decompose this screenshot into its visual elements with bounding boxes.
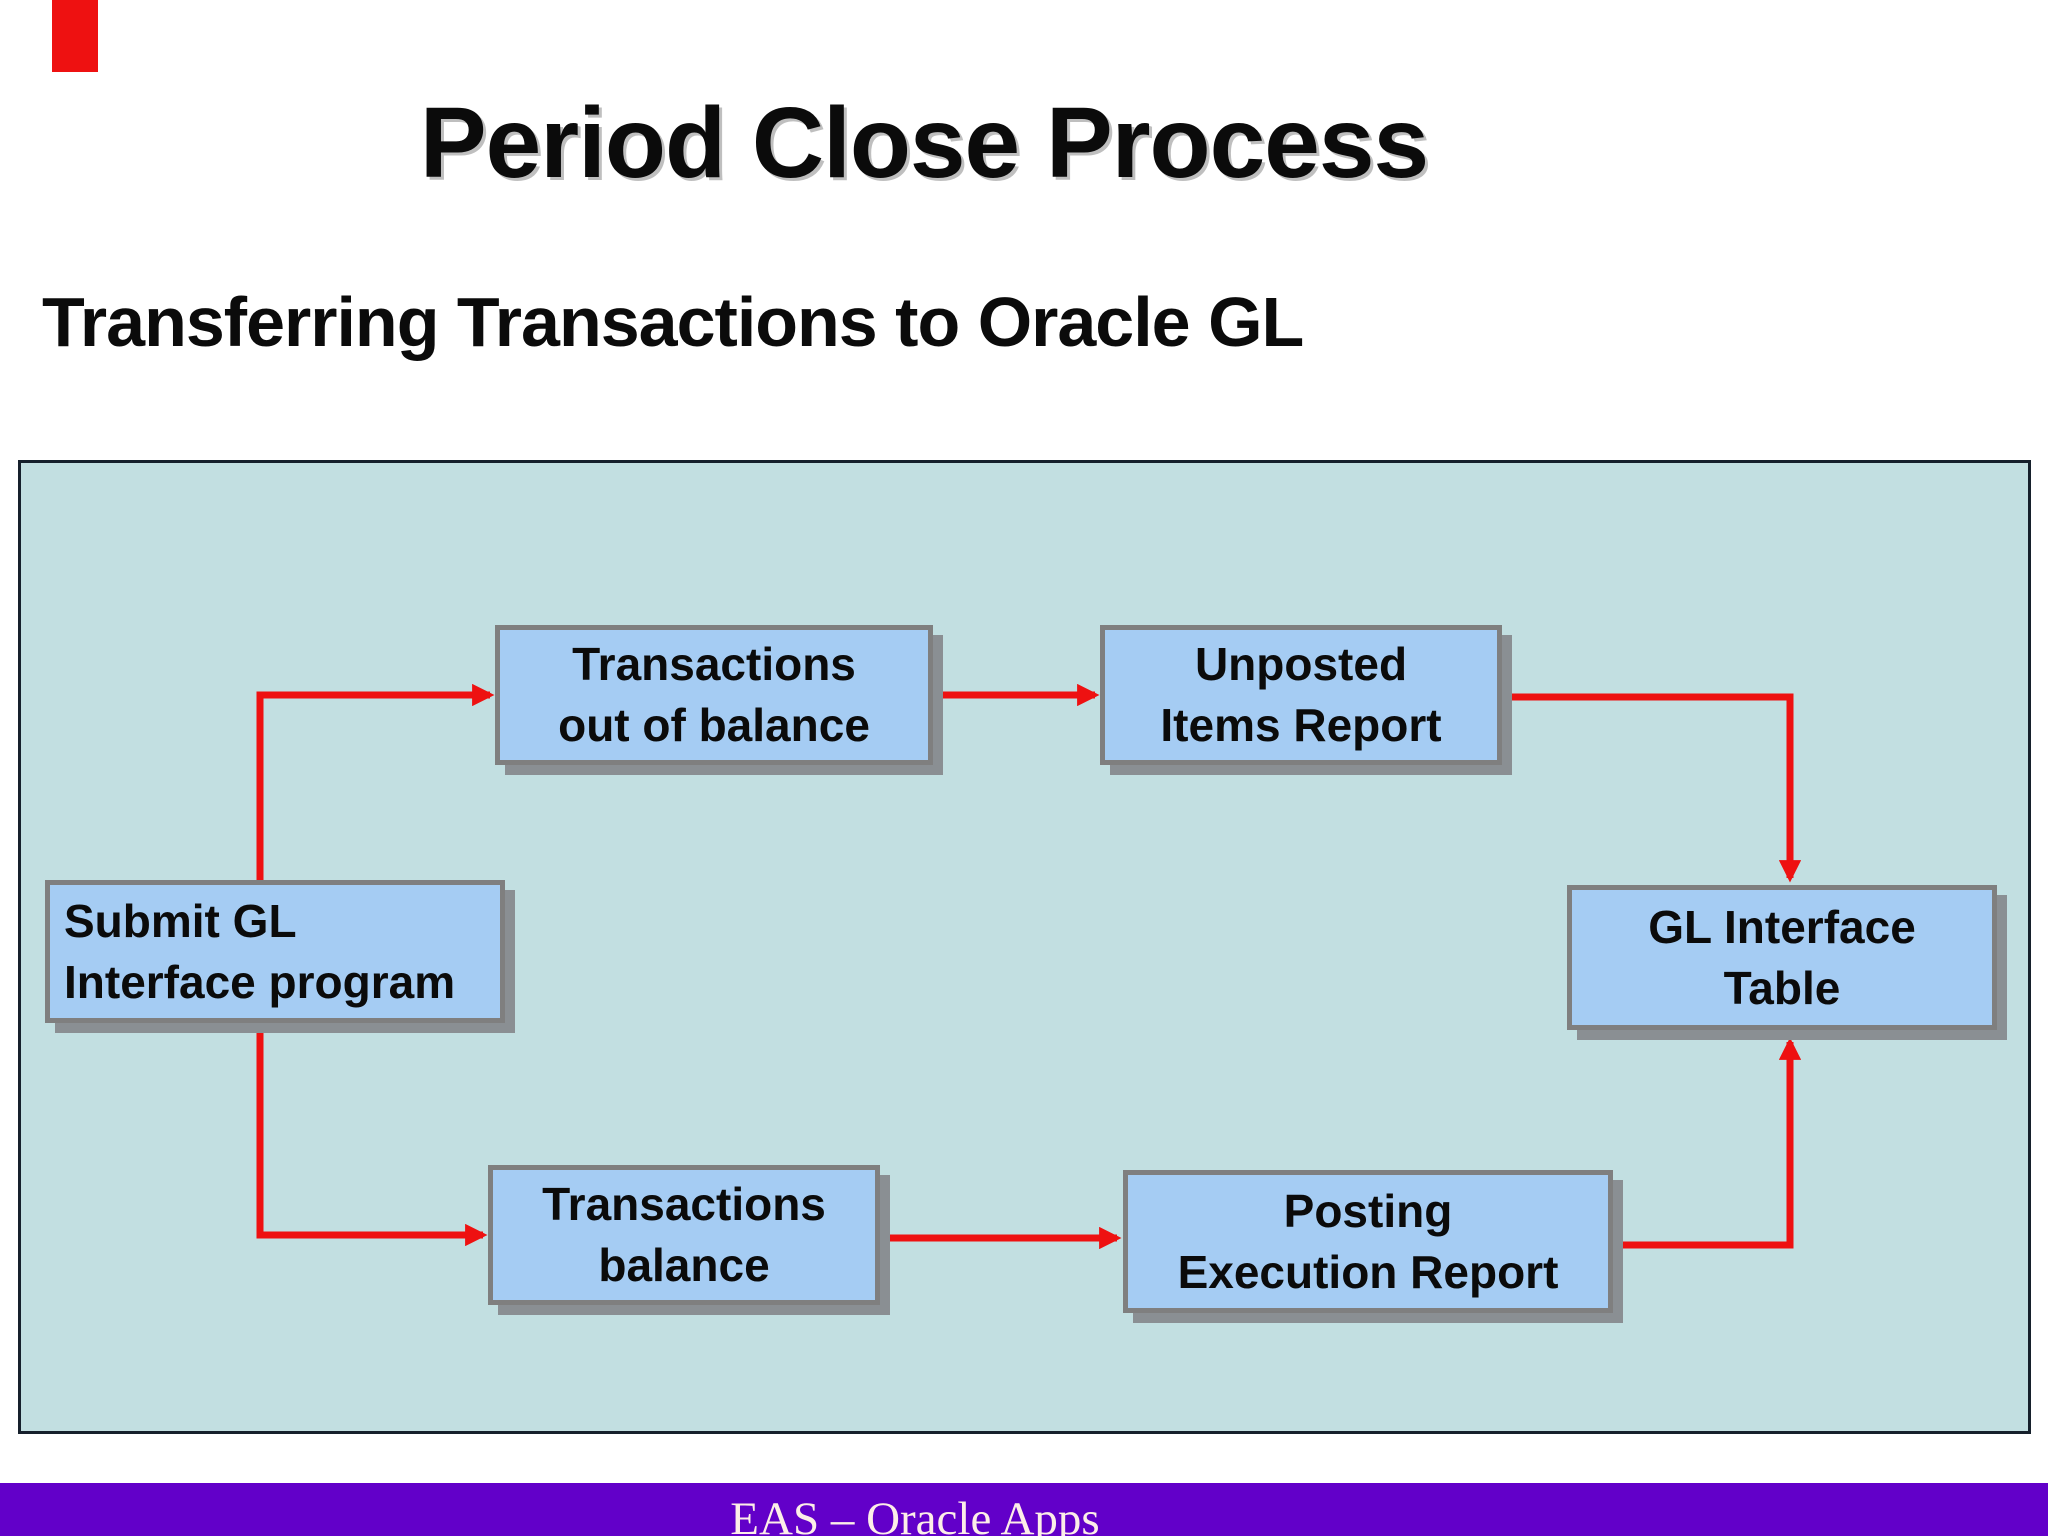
node-label-line: Interface program xyxy=(64,955,456,1008)
footer-text: EAS – Oracle Apps xyxy=(730,1493,1100,1536)
node-label-line: Items Report xyxy=(1160,699,1442,751)
node-submit-gl-interface-program: Submit GL Interface program xyxy=(45,880,505,1023)
node-label-line: Table xyxy=(1723,961,1841,1014)
node-label-line: Submit GL xyxy=(64,894,297,947)
node-label-line: balance xyxy=(598,1239,770,1291)
slide-subtitle: Transferring Transactions to Oracle GL xyxy=(42,283,1304,361)
node-posting-execution-report: Posting Execution Report xyxy=(1123,1170,1613,1313)
node-transactions-balance: Transactions balance xyxy=(488,1165,880,1305)
red-accent-bar xyxy=(52,0,98,72)
node-transactions-out-of-balance: Transactions out of balance xyxy=(495,625,933,765)
node-label-line: Transactions xyxy=(572,638,856,691)
node-gl-interface-table: GL Interface Table xyxy=(1567,885,1997,1030)
node-unposted-items-report: Unposted Items Report xyxy=(1100,625,1502,765)
node-label-line: Execution Report xyxy=(1177,1245,1559,1298)
node-label-line: Posting xyxy=(1283,1184,1453,1237)
node-label-line: out of balance xyxy=(558,699,870,751)
node-label-line: Transactions xyxy=(542,1178,826,1231)
node-label-line: Unposted xyxy=(1194,638,1408,691)
page-title: Period Close Process xyxy=(419,87,1429,199)
node-label-line: GL Interface xyxy=(1648,900,1916,953)
footer-bar xyxy=(0,1483,2048,1536)
